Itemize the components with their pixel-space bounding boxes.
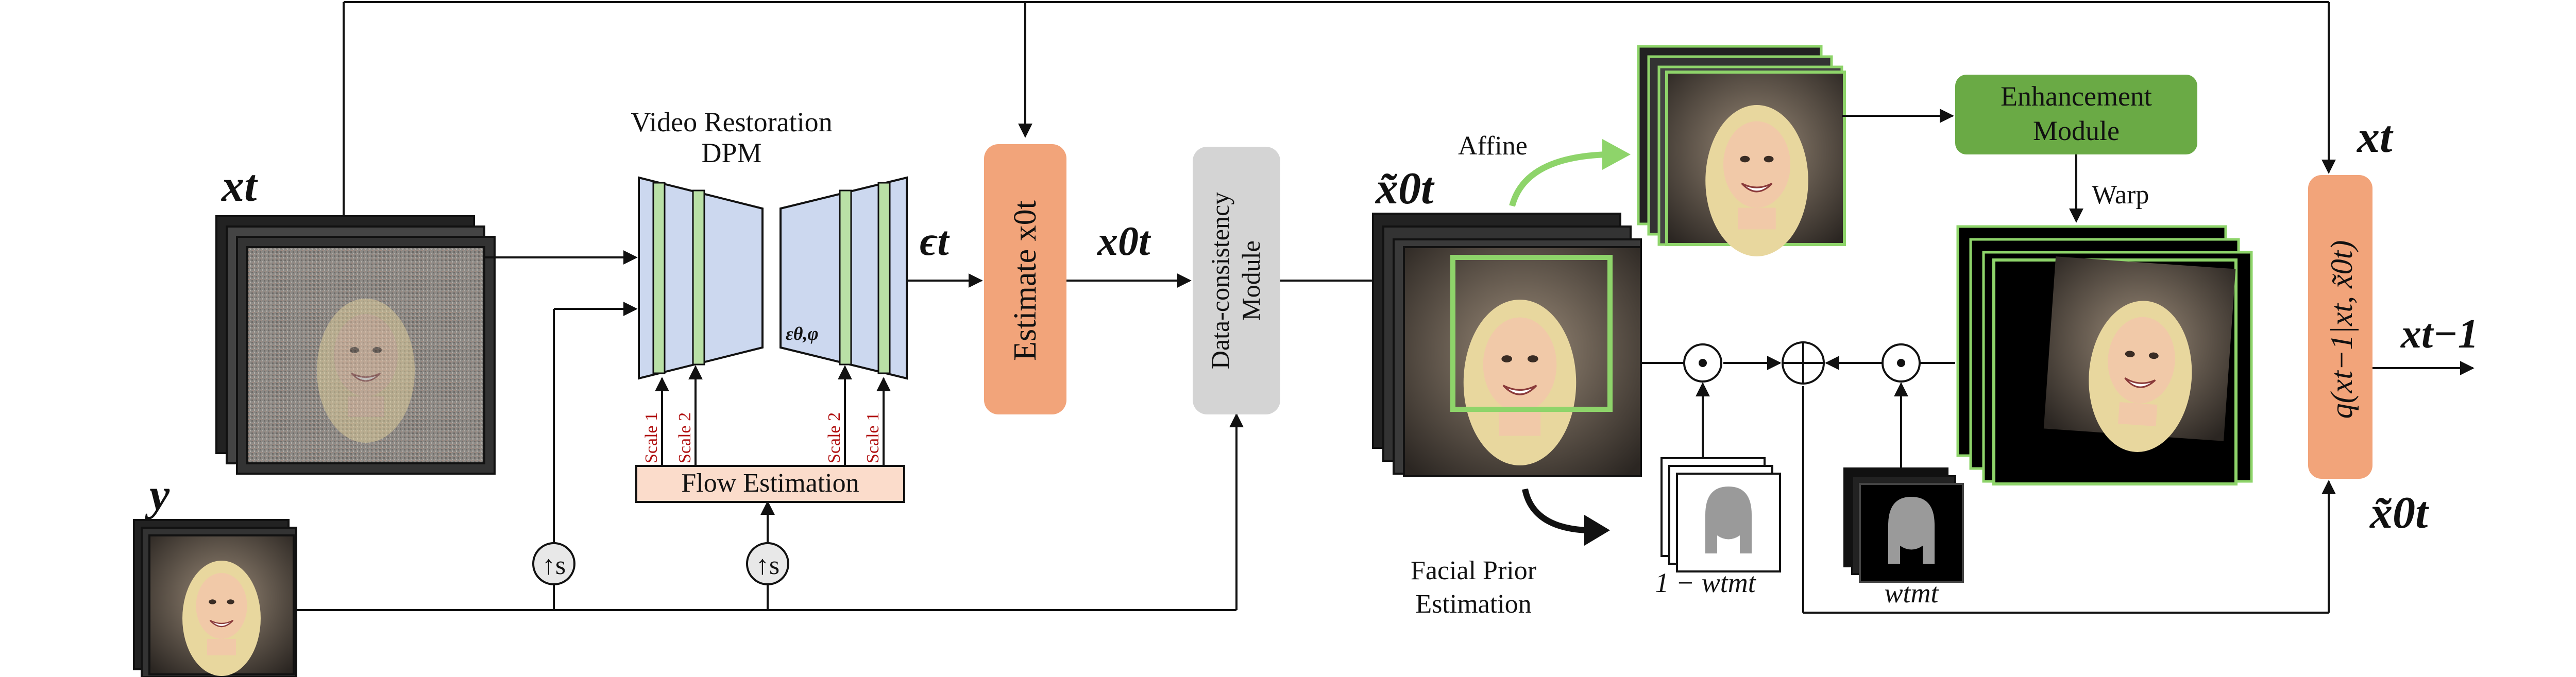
x0t-label: x0t (1097, 219, 1151, 264)
svg-text:Estimate x0t: Estimate x0t (1008, 200, 1043, 361)
multiply-operator-left (1683, 343, 1722, 383)
multiply-operator-right (1882, 343, 1921, 383)
estimate-x0t-box: Estimate x0t (984, 144, 1066, 414)
svg-text:q(xt−1|xt, x̃0t): q(xt−1|xt, x̃0t) (2325, 240, 2359, 419)
scale-1-right: Scale 1 (863, 412, 883, 463)
black-arrowhead (1584, 515, 1610, 546)
noisy-frame-stack-icon (215, 215, 496, 475)
cropped-face-stack-icon (1637, 45, 1846, 257)
upsample-node-2: ↑s (746, 542, 789, 585)
observed-frame-stack-icon (133, 519, 297, 677)
facial-prior-line1: Facial Prior (1411, 556, 1536, 585)
scale-arrows (655, 365, 891, 466)
y-label: y (145, 470, 170, 520)
face-mask-icon (1660, 457, 1781, 572)
svg-text:↑s: ↑s (756, 551, 779, 580)
xt-right-label: xt (2356, 112, 2394, 162)
facial-prior-line2: Estimation (1415, 589, 1531, 619)
wm-label: wtmt (1884, 578, 1939, 609)
data-consistency-module: Data-consistency Module (1193, 147, 1280, 414)
green-arrowhead (1602, 139, 1631, 170)
xt-minus-1-label: xt−1 (2400, 311, 2479, 357)
svg-text:Module: Module (1236, 240, 1265, 321)
svg-text:Module: Module (2033, 115, 2120, 146)
scale-2-left: Scale 2 (675, 412, 694, 463)
scale-1-left: Scale 1 (642, 412, 661, 463)
scale-2-right: Scale 2 (825, 412, 844, 463)
affine-label: Affine (1458, 131, 1528, 161)
combination-lines (1641, 356, 2336, 614)
warped-face-stack-icon (1956, 225, 2253, 485)
dpm-title-line1: Video Restoration (631, 107, 832, 137)
svg-text:Flow Estimation: Flow Estimation (681, 468, 859, 498)
warp-label: Warp (2092, 180, 2149, 210)
posterior-box: q(xt−1|xt, x̃0t) (2308, 175, 2372, 479)
add-operator (1782, 341, 1825, 385)
top-feedback-line (343, 1, 2336, 227)
enhancement-module: Enhancement Module (1955, 75, 2197, 154)
unet-encoder (638, 176, 764, 380)
one-minus-wm-label: 1 − wtmt (1655, 567, 1756, 598)
eps-t-label: ϵt (920, 219, 950, 264)
epsilon-theta-phi-label: εθ,φ (786, 323, 819, 344)
unet-decoder (779, 176, 908, 380)
svg-text:↑s: ↑s (542, 551, 566, 580)
green-curved-arrow-icon (1509, 151, 1608, 207)
x0t-tilde-label: x̃0t (1375, 164, 1435, 214)
dpm-title-line2: DPM (701, 137, 761, 168)
black-curved-arrow-icon (1522, 488, 1587, 533)
upsample-node-1: ↑s (532, 542, 575, 585)
svg-text:Enhancement: Enhancement (2001, 81, 2152, 112)
y-bottom-line (296, 302, 1244, 611)
face-frame-icon (1372, 213, 1642, 477)
weighted-mask-icon (1843, 467, 1964, 583)
svg-text:Data-consistency: Data-consistency (1206, 192, 1234, 369)
flow-estimation-box: Flow Estimation (635, 465, 905, 503)
x0t-tilde-right-label: x̃0t (2369, 488, 2429, 538)
xt-left-label: xt (221, 161, 258, 211)
